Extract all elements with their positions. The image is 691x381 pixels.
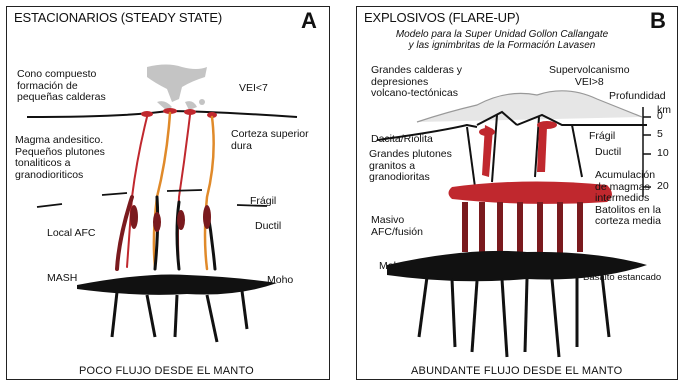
panel-a-title: ESTACIONARIOS (STEADY STATE) [14, 10, 222, 25]
label-fragil: Frágil [250, 196, 276, 208]
panel-a-footer: POCO FLUJO DESDE EL MANTO [79, 365, 254, 377]
depth-tick-0: 0 [657, 111, 663, 123]
brittle-ductile-line [37, 190, 267, 207]
magma-bodies [449, 121, 613, 204]
conduits [117, 113, 215, 269]
label-supervolcanism: Supervolcanismo VEI>8 [549, 65, 630, 88]
label-mash: MASH [47, 273, 77, 285]
batholiths [462, 202, 583, 260]
label-ductil: Ductil [595, 147, 621, 159]
label-ductil: Ductil [255, 221, 281, 233]
depth-tick-5: 5 [657, 129, 663, 141]
depth-tick-10: 10 [657, 148, 669, 160]
panel-b-letter: B [650, 8, 666, 34]
surface-magma [141, 108, 217, 118]
label-moho: Moho [379, 261, 405, 273]
mash-zone [77, 274, 277, 294]
panel-a-letter: A [301, 8, 317, 34]
label-corteza: Corteza superior dura [231, 129, 309, 152]
panel-b-title: EXPLOSIVOS (FLARE-UP) [364, 10, 519, 25]
label-moho: Moho [267, 275, 293, 287]
panel-b-subtitle: Modelo para la Super Unidad Gollon Calla… [377, 29, 627, 51]
label-magma: Magma andesitico. Pequeños plutones tona… [15, 135, 105, 181]
surface-line [27, 111, 297, 117]
label-plutones: Grandes plutones granitos a granodiorita… [369, 149, 452, 184]
panel-b-footer: ABUNDANTE FLUJO DESDE EL MANTO [411, 365, 622, 377]
label-calderas: Grandes calderas y depresiones volcano-t… [371, 65, 462, 100]
mantle-roots [112, 291, 247, 342]
small-plutons [130, 205, 211, 232]
label-masivo: Masivo AFC/fusión [371, 215, 423, 238]
ash-plume [147, 65, 207, 112]
label-vei: VEI<7 [239, 83, 268, 95]
label-dacita: Dacita/Riolita [371, 134, 433, 146]
label-cone: Cono compuesto formación de pequeñas cal… [17, 69, 106, 104]
label-afc: Local AFC [47, 228, 95, 240]
panel-steady-state: ESTACIONARIOS (STEADY STATE) A Cono comp… [6, 6, 330, 380]
label-basalto: Basalto estancado [583, 272, 661, 284]
mantle-feeders [419, 275, 609, 357]
label-acumulacion: Acumulación de magmas intermedios Batoli… [595, 170, 661, 228]
panel-flare-up: EXPLOSIVOS (FLARE-UP) B Modelo para la S… [356, 6, 678, 380]
steady-state-diagram [7, 7, 330, 380]
label-profundidad: Profundidad [609, 91, 666, 103]
label-fragil: Frágil [589, 131, 615, 143]
